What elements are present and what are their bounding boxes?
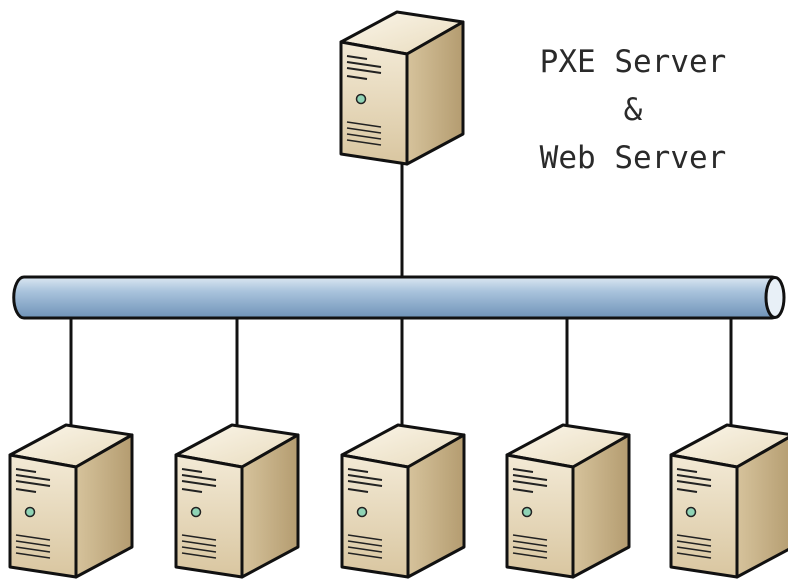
client-tower-icon-4 bbox=[505, 423, 631, 579]
network-bus-pipe bbox=[12, 275, 786, 320]
client-tower-icon-5 bbox=[669, 423, 788, 579]
server-label-line-1: PXE Server bbox=[540, 44, 727, 80]
server-label: PXE Server & Web Server bbox=[540, 44, 727, 176]
client-tower-icon-1 bbox=[8, 423, 134, 579]
client-tower-icon-2 bbox=[174, 423, 300, 579]
client-tower-icon-3 bbox=[340, 423, 466, 579]
server-label-line-2: & bbox=[624, 92, 643, 128]
server-tower-icon bbox=[339, 10, 465, 166]
server-label-line-3: Web Server bbox=[540, 140, 727, 176]
